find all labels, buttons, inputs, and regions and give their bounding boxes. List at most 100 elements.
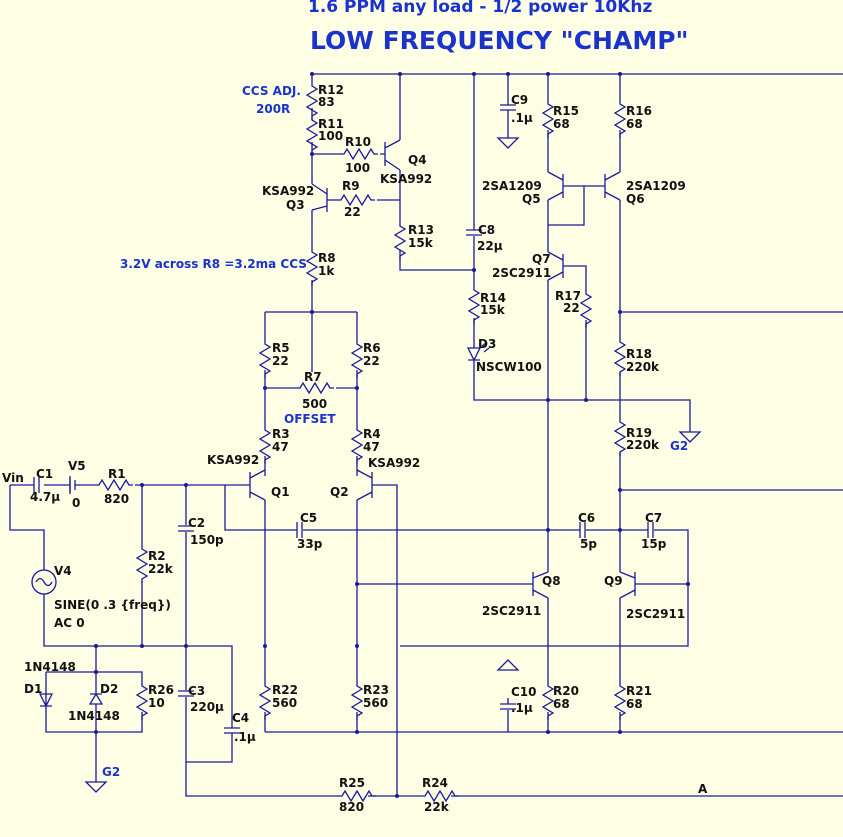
label-value: 0 [72, 496, 80, 510]
source-ac: AC 0 [54, 616, 85, 630]
label-ref: R8 [318, 251, 336, 265]
label-value: 68 [626, 697, 643, 711]
label-ref: C7 [645, 511, 662, 525]
label-value: 68 [626, 117, 643, 131]
label-ref: R3 [272, 427, 290, 441]
label-value: 2SA1209 [626, 179, 686, 193]
label-ref: R25 [339, 776, 365, 790]
label-value: 68 [553, 697, 570, 711]
label-ref: Q6 [626, 192, 645, 206]
label-value: 500 [302, 397, 327, 411]
label-value: 1N4148 [68, 709, 120, 723]
label-ref: R4 [363, 427, 381, 441]
label-value: 220k [626, 360, 660, 374]
label-value: 100 [318, 129, 343, 143]
label-value: .1µ [511, 111, 533, 125]
label-value: NSCW100 [476, 360, 542, 374]
note-offset: OFFSET [284, 412, 336, 426]
label-ref: V5 [68, 459, 86, 473]
label-ref: C3 [188, 684, 205, 698]
label-value: 1N4148 [24, 660, 76, 674]
label-value: 22µ [477, 239, 503, 253]
junctions [94, 72, 690, 798]
net-label-vin: Vin [2, 471, 24, 485]
diodes [38, 341, 490, 732]
label-ref: C6 [578, 511, 595, 525]
label-ref: C4 [232, 711, 249, 725]
label-ref: Q2 [330, 485, 349, 499]
label-value: 22k [424, 800, 450, 814]
label-ref: R10 [345, 135, 371, 149]
label-value: 15p [641, 537, 667, 551]
label-value: .1µ [511, 701, 533, 715]
label-value: 560 [272, 696, 297, 710]
label-value: 22 [344, 205, 361, 219]
label-ref: R20 [553, 684, 579, 698]
label-value: 220µ [190, 700, 224, 714]
label-ref: C2 [188, 516, 205, 530]
label-value: 47 [363, 440, 380, 454]
label-value: 22 [363, 354, 380, 368]
label-value: 47 [272, 440, 289, 454]
label-ref: D1 [24, 682, 42, 696]
label-ref: R9 [342, 179, 360, 193]
label-ref: D2 [100, 682, 118, 696]
label-ref: D3 [478, 337, 496, 351]
label-ref: Q5 [522, 192, 541, 206]
label-ref: R15 [553, 104, 579, 118]
label-ref: C1 [36, 467, 53, 481]
wires [9, 73, 843, 797]
label-ref: R24 [422, 776, 448, 790]
label-ref: R26 [148, 683, 174, 697]
label-ref: Q3 [286, 198, 305, 212]
label-value: KSA992 [368, 456, 420, 470]
label-value: 68 [553, 117, 570, 131]
component-labels: R12 83 R11 100 R10 100 R9 22 R13 15k R8 … [24, 83, 686, 814]
label-value: 22k [148, 562, 174, 576]
label-ref: R17 [555, 289, 581, 303]
label-value: 15k [480, 303, 506, 317]
label-ref: R6 [363, 341, 381, 355]
source-name: V4 [54, 564, 72, 578]
label-value: 220k [626, 438, 660, 452]
label-ref: Q7 [532, 252, 551, 266]
label-ref: R13 [408, 223, 434, 237]
capacitors [33, 104, 654, 742]
label-value: 560 [363, 696, 388, 710]
label-value: KSA992 [262, 184, 314, 198]
resistors [94, 81, 626, 802]
label-ref: R7 [304, 370, 322, 384]
label-value: 10 [148, 696, 165, 710]
note-r8: 3.2V across R8 =3.2ma CCS [120, 257, 307, 271]
note-ccs-value: 200R [256, 102, 290, 116]
label-value: 2SA1209 [482, 179, 542, 193]
label-ref: R5 [272, 341, 290, 355]
sine-source-v4 [31, 569, 57, 595]
label-value: 2SC2911 [492, 266, 551, 280]
label-value: 150p [190, 533, 224, 547]
label-ref: R22 [272, 683, 298, 697]
label-value: 83 [318, 95, 335, 109]
title-line-2: LOW FREQUENCY "CHAMP" [310, 26, 689, 55]
label-value: 15k [408, 236, 434, 250]
label-value: 820 [104, 492, 129, 506]
transistors [249, 139, 636, 599]
label-value: 22 [272, 354, 289, 368]
net-label-ground: G2 [670, 439, 688, 453]
label-value: 820 [339, 800, 364, 814]
label-value: 4.7µ [30, 490, 60, 504]
label-ref: R2 [148, 549, 166, 563]
label-value: 1k [318, 264, 335, 278]
label-value: 5p [580, 537, 597, 551]
label-ref: C8 [478, 223, 495, 237]
label-ref: R1 [108, 467, 126, 481]
label-value: 22 [563, 301, 580, 315]
label-value: .1µ [234, 730, 256, 744]
label-ref: R12 [318, 83, 344, 97]
source-spec: SINE(0 .3 {freq}) [54, 598, 171, 612]
title-line-1: 1.6 PPM any load - 1/2 power 10Khz [308, 0, 653, 17]
label-value: KSA992 [380, 172, 432, 186]
label-value: 100 [345, 161, 370, 175]
net-label-ground: G2 [102, 765, 120, 779]
